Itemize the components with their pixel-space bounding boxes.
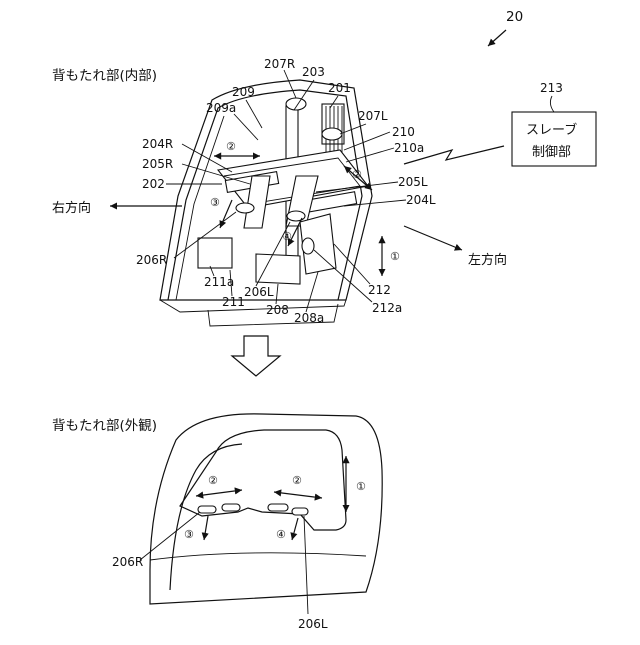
ref-208: 208 (266, 303, 289, 317)
ref-206R: 206R (136, 253, 167, 267)
direction-left-label: 左方向 (468, 252, 507, 268)
circled-3-top: ③ (210, 196, 220, 209)
ref-207R: 207R (264, 57, 295, 71)
backrest-side-contour (170, 444, 242, 590)
slave-box-line1: スレーブ (526, 122, 577, 138)
external-view-title: 背もたれ部(外観) (52, 417, 157, 434)
ref-212a: 212a (372, 301, 402, 315)
ref-201: 201 (328, 81, 351, 95)
knob-206L (287, 211, 305, 221)
backrest-lower-seam (150, 553, 366, 560)
ref-205R: 205R (142, 157, 173, 171)
slave-box-line2: 制御部 (532, 145, 571, 160)
backrest-outer-shell (150, 414, 382, 604)
circled-1-top: ① (390, 250, 400, 263)
ref-211: 211 (222, 295, 245, 309)
ref-206L-bottom: 206L (298, 617, 328, 631)
slot-206R-a (198, 506, 216, 513)
ref-209: 209 (232, 85, 255, 99)
ref-211a: 211a (204, 275, 234, 289)
internal-view-title: 背もたれ部(内部) (52, 68, 157, 84)
ref-206R-bottom: 206R (112, 555, 143, 569)
motor-box-208 (256, 254, 300, 284)
headrest-opening (180, 430, 346, 530)
circled-2-bottom-l: ② (292, 474, 302, 487)
motor-box-211 (198, 238, 232, 268)
ref-208a: 208a (294, 311, 324, 325)
direction-right-label: 右方向 (52, 200, 91, 216)
circled-1-bottom: ① (356, 480, 366, 493)
ref-210a: 210a (394, 141, 424, 155)
arrow-down-r (220, 200, 232, 228)
circled-2-top-r: ② (226, 140, 236, 153)
direction-left-arrow (404, 226, 462, 250)
ref-209a: 209a (206, 101, 236, 115)
ref-205L: 205L (398, 175, 428, 189)
circled-2-top-l: ② (352, 168, 362, 181)
arrow-bottom-down-r (204, 516, 208, 540)
ref-202: 202 (142, 177, 165, 191)
ref-204R: 204R (142, 137, 173, 151)
knob-206R (236, 203, 254, 213)
actuator-port-212a (302, 238, 314, 254)
internal-view: 背もたれ部(内部) (52, 57, 596, 326)
external-view: 背もたれ部(外観) ② ② ③ ④ ① 206R 206L (52, 414, 382, 631)
slot-206L-a (268, 504, 288, 511)
arrow-bottom-lateral-l (274, 492, 322, 498)
figure-number: 20 (506, 9, 523, 25)
rail-cap-207L (322, 128, 342, 140)
figure-number-arrow (488, 30, 506, 46)
slot-206R-b (222, 504, 240, 511)
ref-207L: 207L (358, 109, 388, 123)
rail-cap-207R (286, 98, 306, 110)
slot-206L-b (292, 508, 308, 515)
leader-206L-bottom (304, 516, 308, 614)
ref-212: 212 (368, 283, 391, 297)
ref-213: 213 (540, 81, 563, 95)
circled-4-bottom: ④ (276, 528, 286, 541)
ref-210: 210 (392, 125, 415, 139)
ref-206L: 206L (244, 285, 274, 299)
ref-204L: 204L (406, 193, 436, 207)
circled-4-top: ④ (282, 230, 292, 243)
down-arrow-icon (232, 336, 280, 376)
arrow-bottom-lateral-r (196, 490, 242, 496)
arrow-bottom-down-l (292, 518, 298, 540)
ref-203: 203 (302, 65, 325, 79)
circled-2-bottom-r: ② (208, 474, 218, 487)
circled-3-bottom: ③ (184, 528, 194, 541)
